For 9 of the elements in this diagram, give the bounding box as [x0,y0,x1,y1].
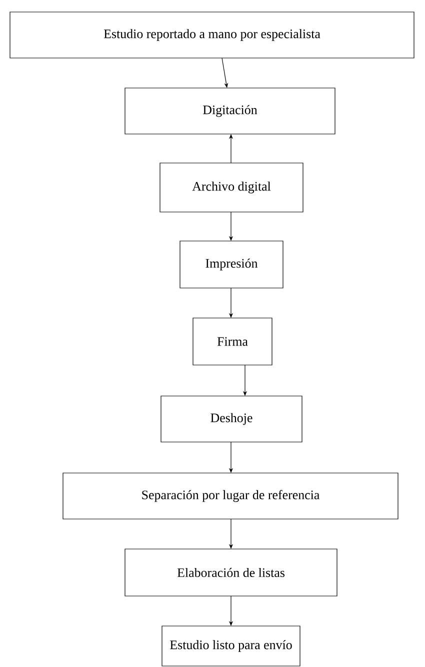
process-box: Deshoje [160,396,302,442]
process-box: Separación por lugar de referencia [62,472,398,520]
process-box: Archivo digital [160,162,304,212]
process-box: Digitación [124,88,336,134]
process-box: Firma [192,318,272,366]
process-box: Elaboración de listas [124,548,338,596]
process-box: Impresión [180,240,284,288]
process-box: Estudio reportado a mano por especialista [10,12,414,58]
process-box: Estudio listo para envío [162,626,300,666]
